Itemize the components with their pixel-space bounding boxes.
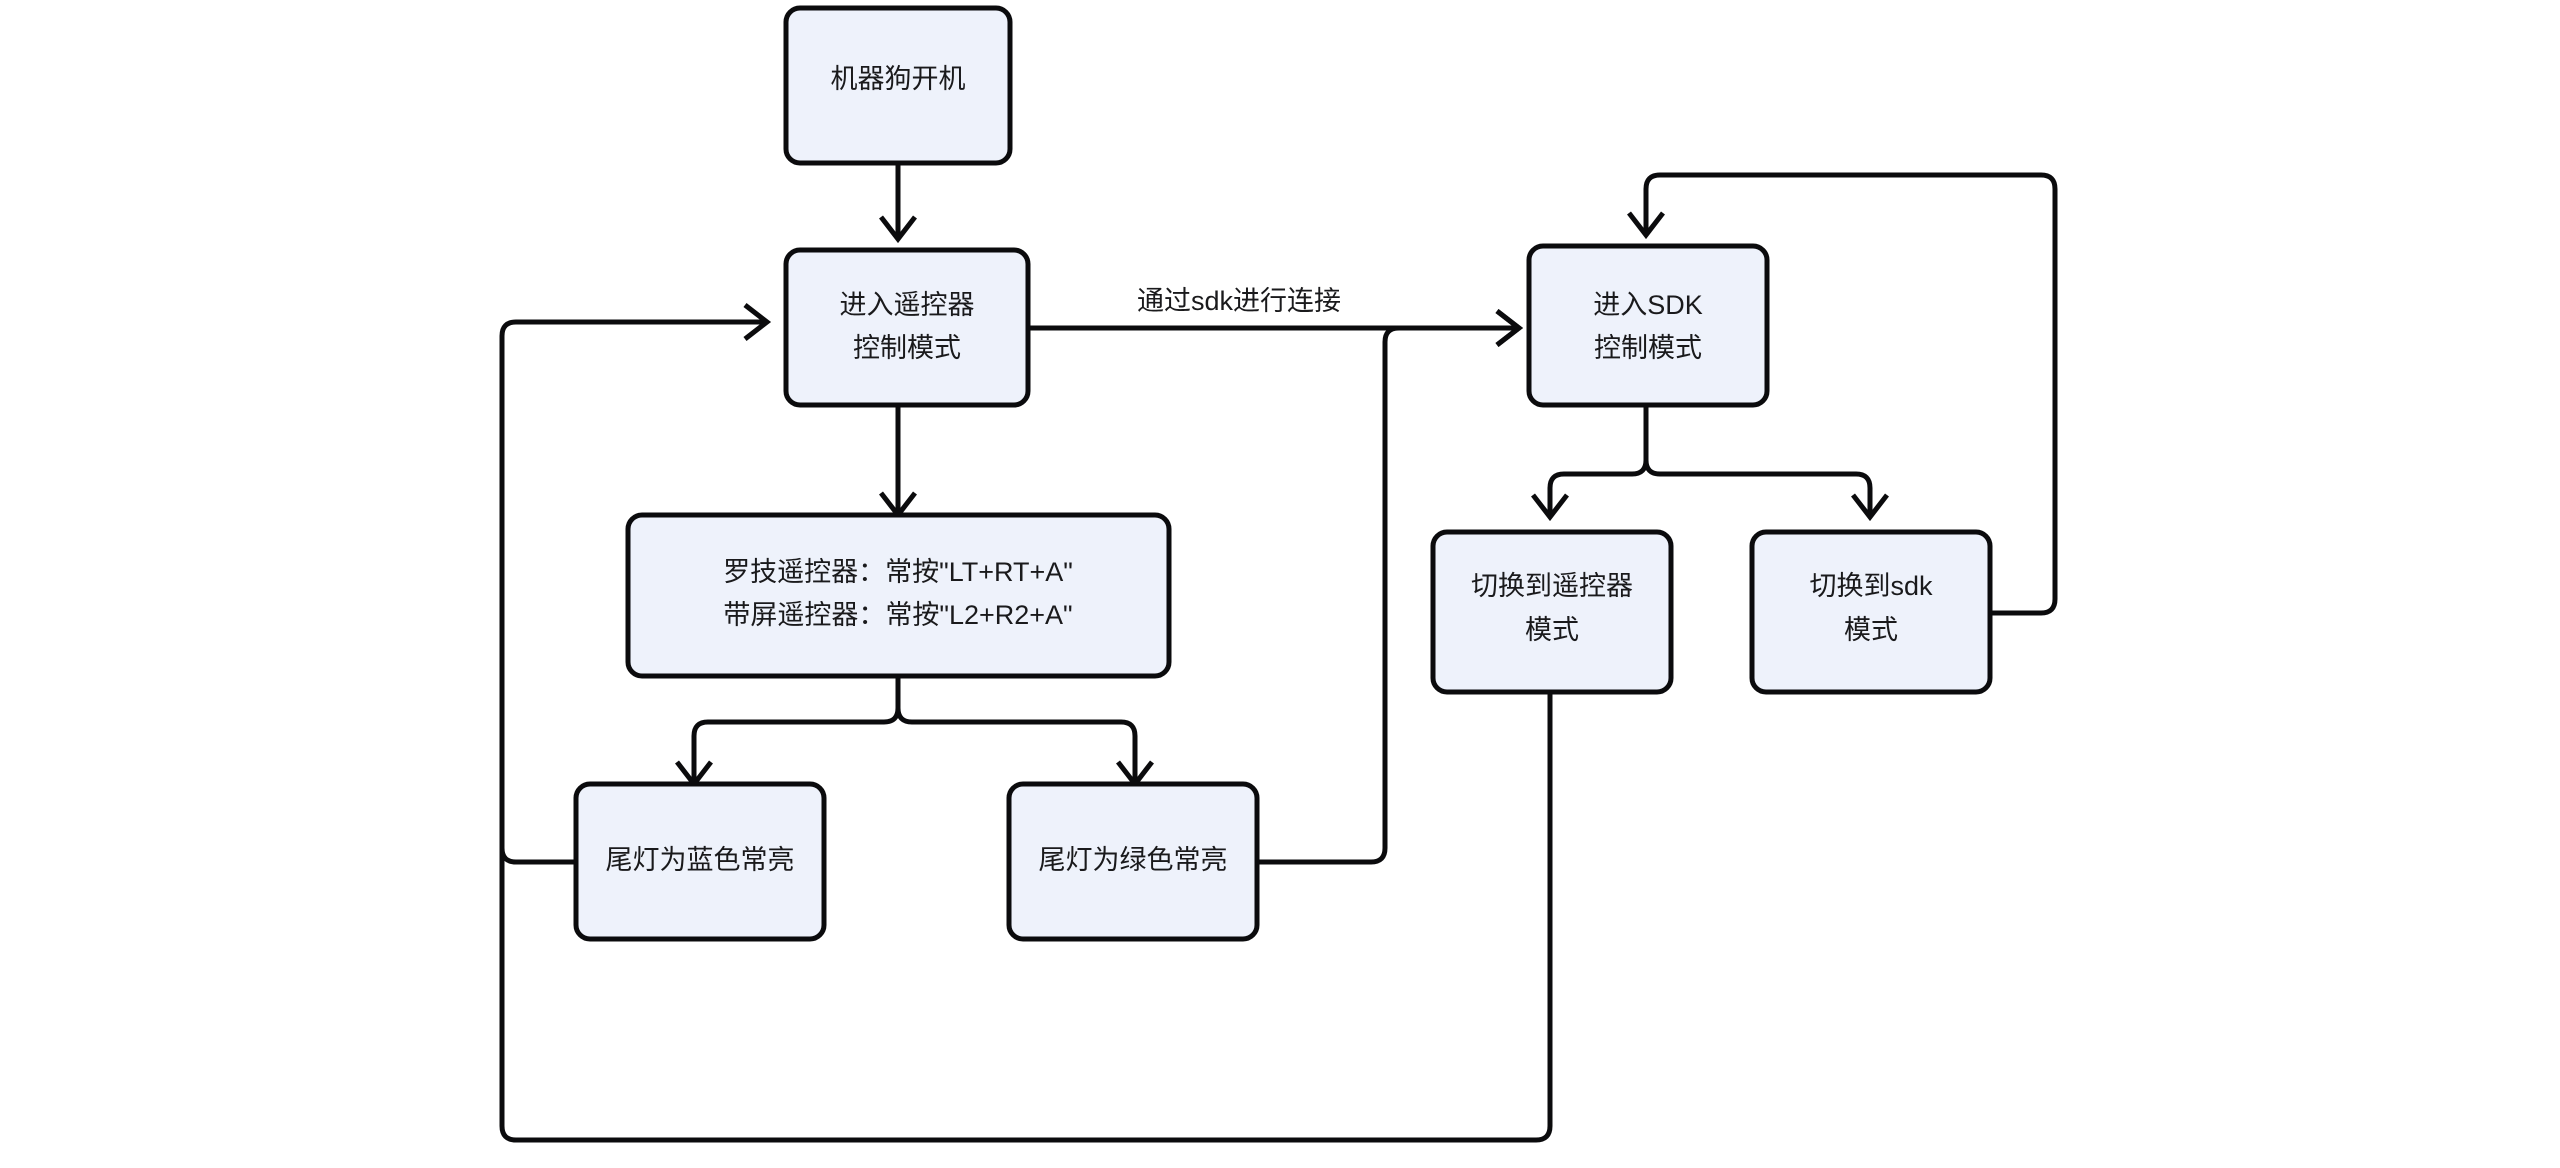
edge-switch-remote-to-remote-mode: [499, 692, 1553, 1143]
node-tail-blue[interactable]: 尾灯为蓝色常亮: [573, 781, 827, 942]
node-key-combo-box[interactable]: [625, 512, 1172, 679]
node-power-on-box[interactable]: [783, 5, 1013, 166]
node-layer: 机器狗开机 进入遥控器 控制模式 进入SDK 控制模式 罗技遥控器：常按"LT+…: [573, 5, 1993, 942]
edge-tail-green-to-sdk-mode: [1257, 309, 1524, 865]
edge-sdk-mode-to-switch-remote: [1531, 405, 1649, 522]
edge-remote-mode-to-key-combo: [879, 405, 917, 520]
node-tail-green-label-line-1: 尾灯为绿色常亮: [1039, 845, 1228, 875]
edge-key-combo-to-tail-green: [895, 676, 1154, 789]
node-remote-mode-label-line-2: 控制模式: [853, 333, 961, 363]
node-key-combo-label-line-2: 带屏遥控器：常按"L2+R2+A": [723, 600, 1072, 630]
node-tail-blue-label-line-1: 尾灯为蓝色常亮: [606, 845, 795, 875]
node-tail-green[interactable]: 尾灯为绿色常亮: [1006, 781, 1260, 942]
edge-key-combo-to-tail-blue: [675, 676, 901, 789]
node-remote-mode-label-line-1: 进入遥控器: [840, 290, 975, 320]
node-sdk-mode-label-line-2: 控制模式: [1594, 333, 1702, 363]
node-switch-remote-label-line-2: 模式: [1525, 615, 1579, 645]
edge-switch-sdk-to-sdk-mode: [1627, 172, 2058, 616]
node-switch-sdk[interactable]: 切换到sdk 模式: [1749, 529, 1993, 695]
edge-tail-blue-to-remote-mode: [499, 303, 772, 865]
node-power-on[interactable]: 机器狗开机: [783, 5, 1013, 166]
edge-power-on-to-remote-mode: [879, 163, 917, 244]
node-sdk-mode-box[interactable]: [1526, 243, 1770, 408]
node-sdk-mode-label-line-1: 进入SDK: [1593, 290, 1703, 320]
node-power-on-label-line-1: 机器狗开机: [831, 64, 966, 94]
edge-label-layer: 通过sdk进行连接: [1137, 286, 1341, 316]
node-switch-remote-box[interactable]: [1430, 529, 1674, 695]
node-switch-remote[interactable]: 切换到遥控器 模式: [1430, 529, 1674, 695]
node-switch-remote-label-line-1: 切换到遥控器: [1471, 571, 1633, 601]
node-remote-mode[interactable]: 进入遥控器 控制模式: [783, 247, 1031, 408]
node-key-combo-label-line-1: 罗技遥控器：常按"LT+RT+A": [723, 557, 1073, 587]
node-switch-sdk-label-line-2: 模式: [1844, 615, 1898, 645]
node-switch-sdk-box[interactable]: [1749, 529, 1993, 695]
node-tail-green-box[interactable]: [1006, 781, 1260, 942]
edge-label-connect-via-sdk: 通过sdk进行连接: [1137, 286, 1341, 316]
node-key-combo[interactable]: 罗技遥控器：常按"LT+RT+A" 带屏遥控器：常按"L2+R2+A": [625, 512, 1172, 679]
node-sdk-mode[interactable]: 进入SDK 控制模式: [1526, 243, 1770, 408]
node-remote-mode-box[interactable]: [783, 247, 1031, 408]
edge-layer: [499, 163, 2058, 1143]
node-switch-sdk-label-line-1: 切换到sdk: [1809, 571, 1933, 601]
node-tail-blue-box[interactable]: [573, 781, 827, 942]
edge-sdk-mode-to-switch-sdk: [1643, 405, 1889, 522]
